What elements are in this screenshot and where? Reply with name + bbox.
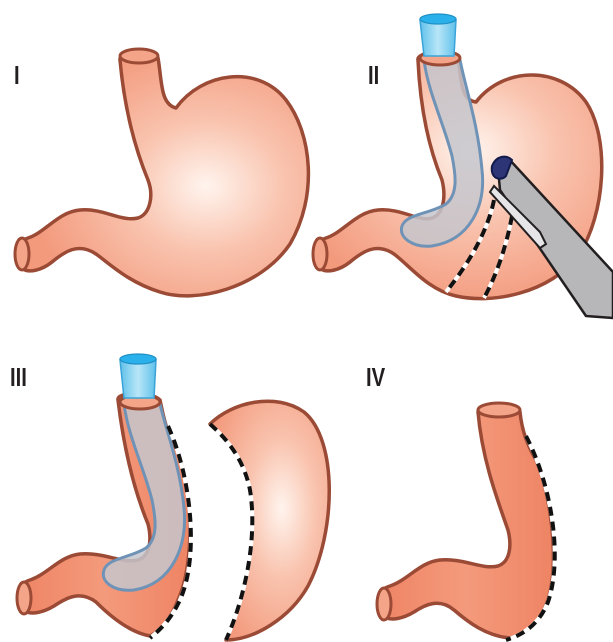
- pylorus-opening: [377, 588, 391, 620]
- esophagus-opening: [120, 49, 158, 63]
- stomach-whole: [16, 52, 309, 296]
- panel-label-ii: II: [368, 62, 379, 88]
- panel-iii: [17, 354, 329, 640]
- removed-stomach-portion: [210, 401, 329, 640]
- panel-label-i: I: [14, 62, 20, 88]
- panel-ii: [313, 14, 613, 318]
- panel-label-iv: IV: [366, 364, 385, 390]
- esophagus-opening: [478, 403, 520, 417]
- panel-label-iii: III: [10, 364, 27, 390]
- pylorus-opening: [15, 238, 29, 270]
- cap-rim: [120, 354, 156, 364]
- cap-rim: [420, 14, 456, 24]
- bougie-cap-icon: [420, 20, 456, 56]
- panel-iv: [377, 403, 555, 640]
- panel-i: [15, 49, 308, 296]
- bougie-cap-icon: [120, 360, 156, 398]
- pylorus-opening: [313, 238, 327, 270]
- pylorus-opening: [17, 582, 31, 614]
